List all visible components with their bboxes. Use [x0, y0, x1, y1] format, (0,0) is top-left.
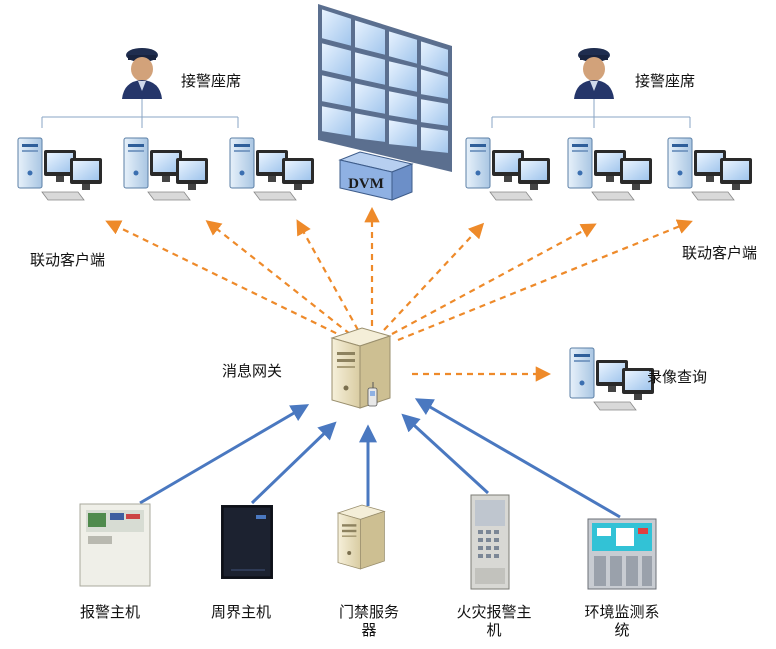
fire-host-label: 火灾报警主 机	[442, 603, 546, 639]
playback-workstation	[569, 347, 655, 411]
operator-group-right	[465, 48, 753, 201]
gateway-label: 消息网关	[222, 362, 283, 380]
fire-host-label-line2: 机	[486, 621, 502, 639]
env-system-label-line2: 统	[614, 621, 630, 639]
client-right-label: 联动客户端	[682, 244, 758, 262]
access-server-device-icon	[337, 504, 385, 570]
perimeter-host-label: 周界主机	[211, 603, 272, 621]
client-left-label: 联动客户端	[30, 251, 106, 269]
operator-left-label: 接警座席	[181, 72, 242, 90]
dvm-device-icon	[338, 151, 414, 201]
dashed-arrows	[105, 206, 693, 382]
access-server-label-line2: 器	[361, 621, 377, 639]
env-system-label-line1: 环境监测系	[584, 603, 660, 621]
gateway-server-icon	[331, 327, 391, 409]
dvm-label: DVM	[348, 176, 384, 192]
computer-workstation-icon	[465, 137, 551, 201]
perimeter-host-device-icon	[221, 505, 273, 579]
alarm-host-label: 报警主机	[80, 603, 141, 621]
solid-arrows	[139, 398, 621, 519]
environment-monitor-device-icon	[587, 518, 657, 590]
computer-workstation-icon	[229, 137, 315, 201]
access-server-label: 门禁服务 器	[324, 603, 414, 639]
access-server-label-line1: 门禁服务	[338, 603, 399, 621]
police-officer-icon	[122, 48, 162, 99]
video-wall-icon	[318, 4, 452, 172]
police-officer-icon	[574, 48, 614, 99]
computer-workstation-icon	[569, 347, 655, 411]
computer-workstation-icon	[667, 137, 753, 201]
computer-workstation-icon	[17, 137, 103, 201]
operator-right-label: 接警座席	[635, 72, 696, 90]
operator-group-left	[17, 48, 315, 201]
fire-alarm-cabinet-icon	[470, 494, 510, 590]
fire-host-label-line1: 火灾报警主	[456, 603, 532, 621]
computer-workstation-icon	[123, 137, 209, 201]
computer-workstation-icon	[567, 137, 653, 201]
alarm-host-device-icon	[79, 503, 151, 587]
env-system-label: 环境监测系 统	[570, 603, 674, 639]
playback-label: 录像查询	[647, 368, 708, 386]
